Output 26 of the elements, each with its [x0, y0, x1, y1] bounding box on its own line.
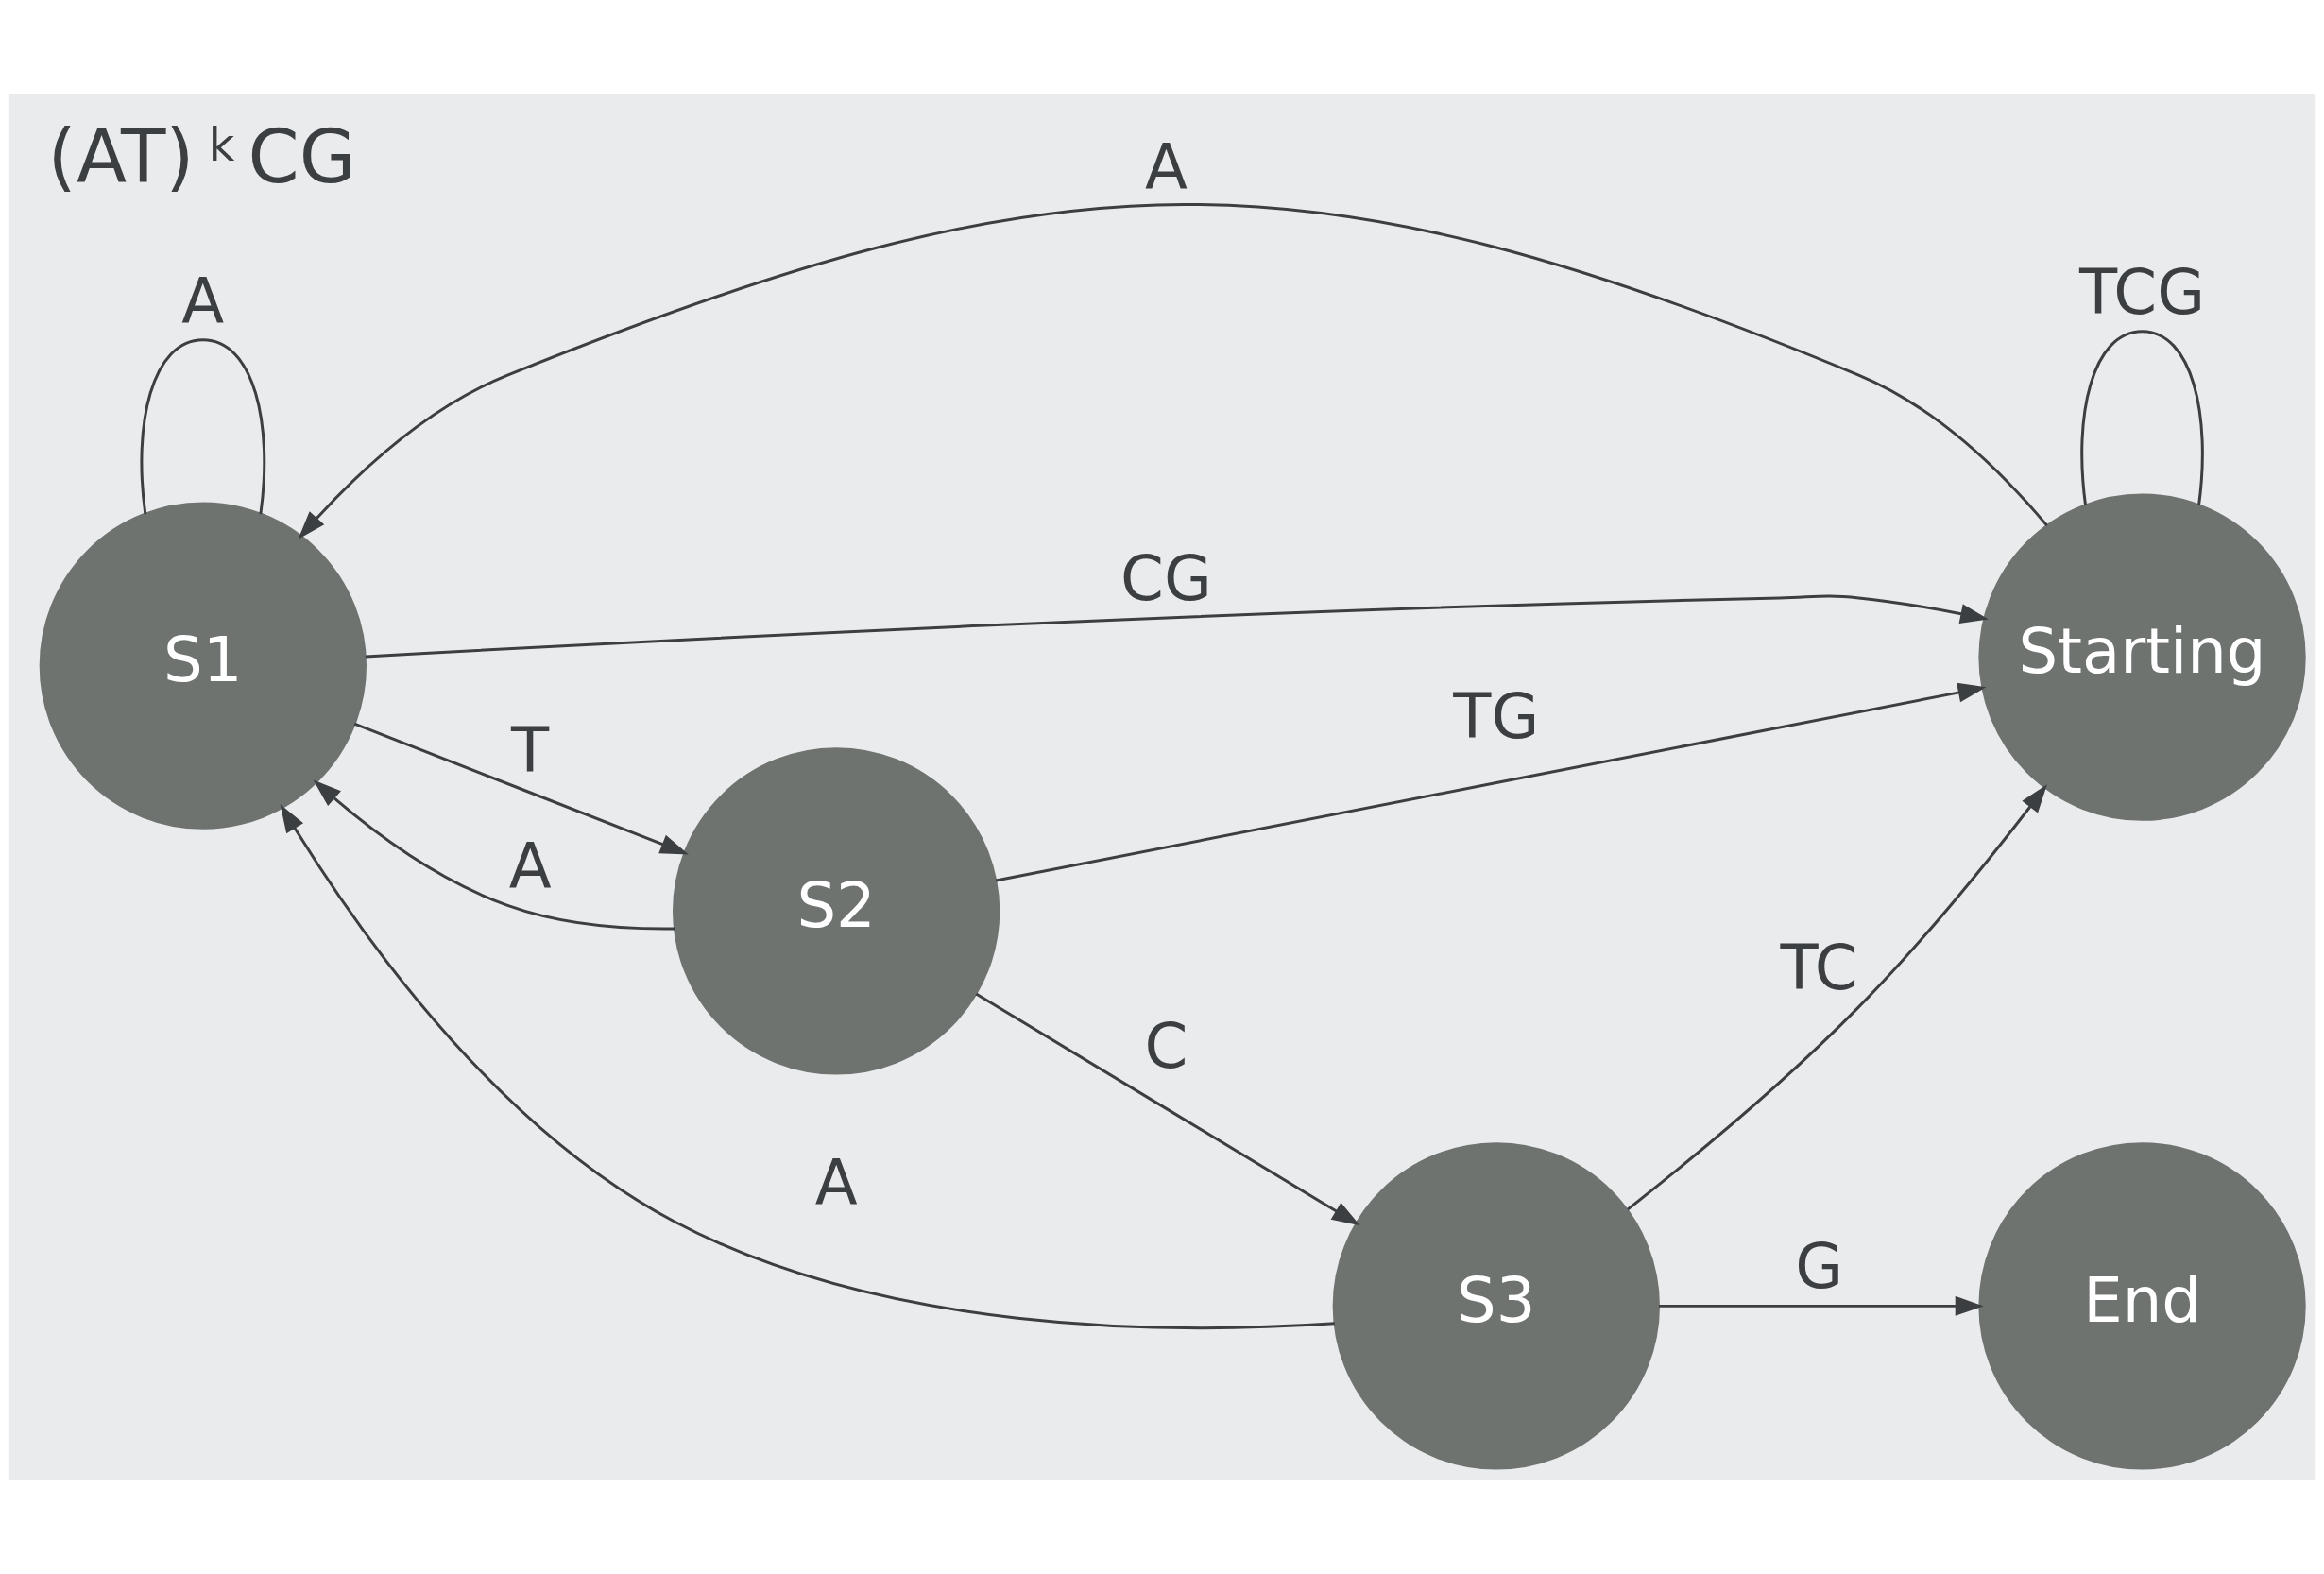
edge-label: G	[1795, 1230, 1844, 1303]
edge-label: T	[511, 713, 550, 786]
edge-label: A	[1145, 129, 1188, 202]
arrow	[298, 203, 2048, 539]
arrow	[995, 682, 1987, 882]
edge-label: TG	[1453, 680, 1540, 753]
connector	[140, 338, 266, 515]
connector	[2080, 330, 2204, 505]
edge-label: C	[1144, 1010, 1188, 1083]
arrow	[1626, 784, 2047, 1211]
arrow	[1659, 1295, 1984, 1316]
arrow	[280, 804, 1335, 1329]
arrow	[313, 779, 675, 931]
arrow	[975, 992, 1360, 1226]
arrow	[353, 722, 689, 855]
node-circle: S1	[39, 502, 367, 830]
edge-label: A	[508, 830, 552, 902]
arrow	[365, 594, 1989, 659]
edge-label: A	[181, 264, 225, 336]
edge-label: A	[814, 1145, 858, 1218]
node-circle: Starting	[1978, 493, 2306, 821]
edge-label: TCG	[2079, 255, 2206, 328]
node-circle: End	[1978, 1142, 2306, 1470]
edge-label: CG	[1120, 541, 1212, 614]
node-circle: S2	[672, 747, 1000, 1075]
edge-label: TC	[1780, 931, 1858, 1003]
